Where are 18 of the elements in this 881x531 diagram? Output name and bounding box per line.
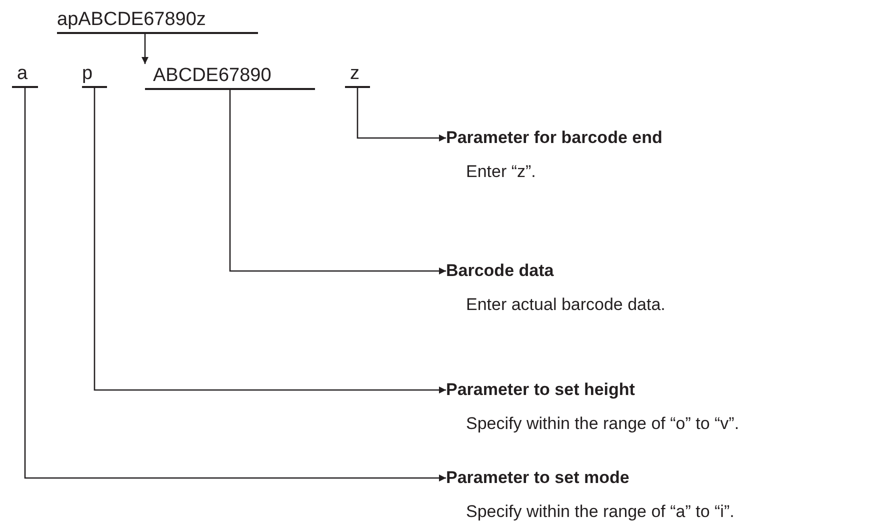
leader-arrow (142, 34, 148, 64)
code-string: apABCDE67890z (57, 8, 258, 34)
description-text: Enter actual barcode data. (465, 295, 666, 315)
code-segment: ABCDE67890 (145, 64, 315, 90)
leader-arrow (356, 88, 446, 142)
code-segment: p (82, 62, 107, 88)
description-text: Specify within the range of “o” to “v”. (465, 414, 740, 434)
description-heading: Parameter to set mode (446, 468, 630, 488)
description-heading: Parameter for barcode end (446, 128, 662, 148)
leader-arrow (24, 88, 446, 482)
code-segment: a (12, 62, 38, 88)
leader-arrow (229, 90, 446, 274)
code-segment: z (345, 62, 370, 88)
description-text: Specify within the range of “a” to “i”. (465, 502, 734, 522)
leader-arrow (94, 88, 446, 394)
description-heading: Parameter to set height (446, 380, 636, 400)
description-heading: Barcode data (446, 261, 555, 281)
description-text: Enter “z”. (465, 162, 537, 182)
